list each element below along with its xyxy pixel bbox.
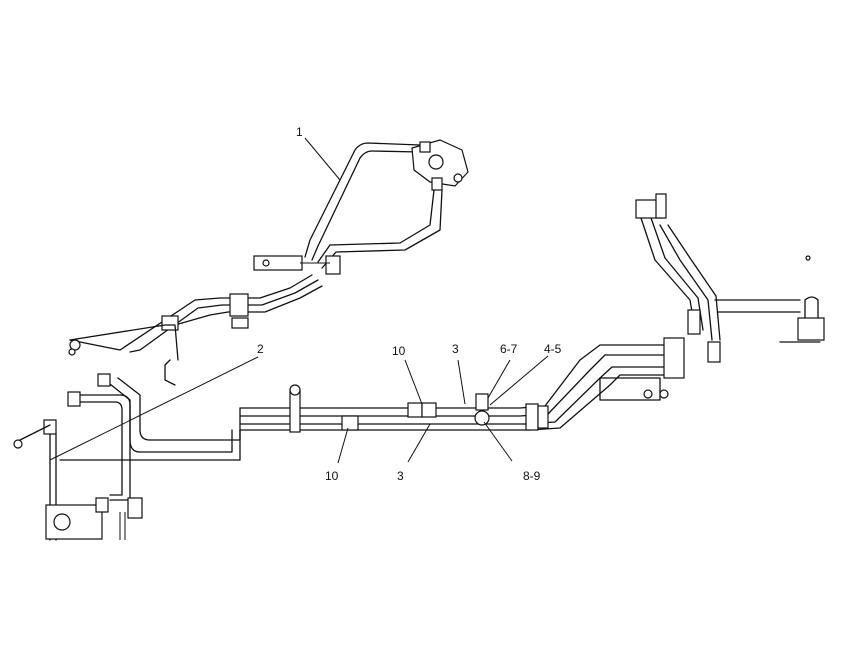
tube-assembly-1 [253,139,469,275]
callout-2: 2 [257,342,264,356]
callout-leaders [49,137,549,464]
callout-1: 1 [296,125,303,139]
right-valve-assembly [599,193,825,401]
callout-6-7: 6-7 [500,342,518,356]
callout-10-top: 10 [392,344,406,358]
left-tube-bundle [68,274,323,361]
callout-3-bottom: 3 [397,469,404,483]
callout-3-top: 3 [452,342,459,356]
callout-8-9: 8-9 [523,469,541,483]
main-tube-3 [239,344,681,433]
callout-4-5: 4-5 [544,342,562,356]
callout-10-bottom: 10 [325,469,339,483]
left-lower-lines [13,359,241,541]
